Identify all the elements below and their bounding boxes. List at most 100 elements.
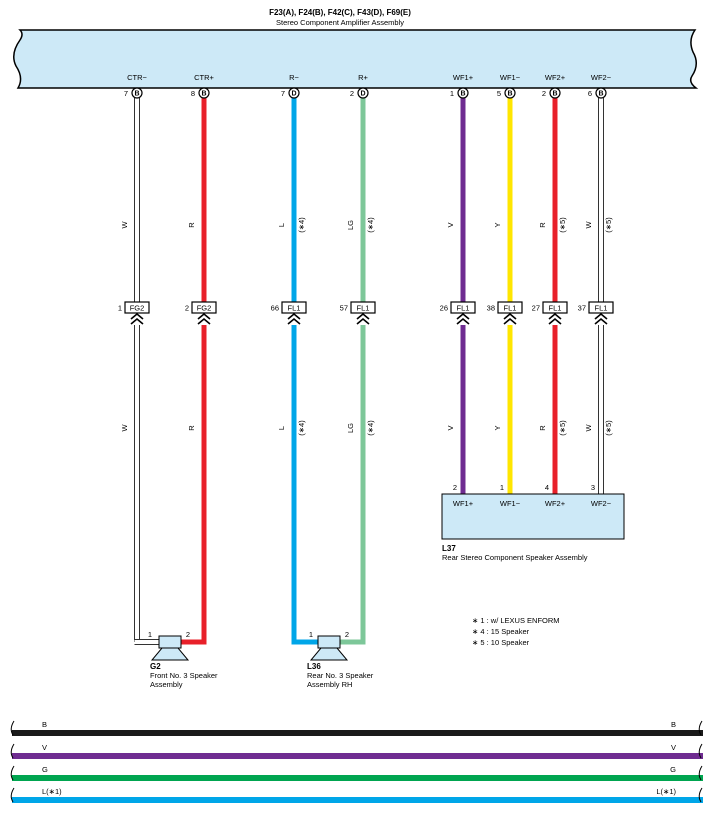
wire-label-upper-3: LG xyxy=(346,220,355,230)
amp-pin-conn-0: B xyxy=(134,91,139,98)
junction-chevron-3-1 xyxy=(356,317,370,325)
speaker-l36-cone xyxy=(309,647,349,661)
speaker-g2-pin-right: 2 xyxy=(186,630,190,639)
rear-terminal-pin-1: 1 xyxy=(500,483,504,492)
wire-note-lower-2: (∗4) xyxy=(297,420,306,436)
legend-label-left-3: L(∗1) xyxy=(42,787,62,796)
amp-pin-number-7: 6 xyxy=(588,89,592,98)
speaker-g2-pin-left: 1 xyxy=(148,630,152,639)
legend-label-left-0: B xyxy=(42,720,47,729)
speaker-l36-pin-right: 2 xyxy=(345,630,349,639)
wire-label-lower-1: R xyxy=(187,425,196,431)
wire-label-lower-5: Y xyxy=(493,425,502,430)
amp-pin-number-4: 1 xyxy=(450,89,454,98)
rear-terminal-label-0: WF1+ xyxy=(453,499,474,508)
amplifier-assembly-body xyxy=(13,29,699,89)
legend-label-right-3: L(∗1) xyxy=(656,787,676,796)
speaker-l36-code: L36 xyxy=(307,662,321,671)
junction-chevron-4-0 xyxy=(456,312,470,320)
amp-pin-conn-2: D xyxy=(291,91,296,98)
speaker-l36-name-line2: Assembly RH xyxy=(307,680,352,689)
wire-label-upper-6: R xyxy=(538,222,547,228)
junction-pin-6: 27 xyxy=(532,304,540,313)
legend-label-left-2: G xyxy=(42,765,48,774)
junction-code-4: FL1 xyxy=(457,304,470,313)
legend-break-left-1 xyxy=(10,743,15,759)
amp-pin-circle-2 xyxy=(288,87,300,99)
rear-terminal-pin-2: 4 xyxy=(545,483,549,492)
junction-chevron-1-1 xyxy=(197,317,211,325)
junction-pin-0: 1 xyxy=(118,304,122,313)
junction-code-7: FL1 xyxy=(595,304,608,313)
amp-pin-circle-3 xyxy=(357,87,369,99)
junction-chevron-3-0 xyxy=(356,312,370,320)
wire-label-lower-4: V xyxy=(446,425,455,430)
junction-chevron-0-1 xyxy=(130,317,144,325)
wire-label-lower-6: R xyxy=(538,425,547,431)
rear-terminal-pin-3: 3 xyxy=(591,483,595,492)
wire-label-upper-1: R xyxy=(187,222,196,228)
speaker-l36-magnet xyxy=(317,635,341,649)
amp-pin-circle-1 xyxy=(198,87,210,99)
legend-break-right-3 xyxy=(698,787,703,803)
amp-pin-conn-4: B xyxy=(460,91,465,98)
amp-pin-conn-1: B xyxy=(201,91,206,98)
junction-chevron-5-0 xyxy=(503,312,517,320)
amp-pin-conn-3: D xyxy=(360,91,365,98)
junction-code-2: FL1 xyxy=(288,304,301,313)
rear-speaker-assembly-box xyxy=(441,493,625,540)
wire-note-upper-2: (∗4) xyxy=(297,217,306,233)
junction-pin-3: 57 xyxy=(340,304,348,313)
amp-pin-circle-4 xyxy=(457,87,469,99)
note-5: ∗ 5 : 10 Speaker xyxy=(472,638,530,647)
speaker-g2-cone xyxy=(150,647,190,661)
wire-note-lower-6: (∗5) xyxy=(558,420,567,436)
junction-chevron-1-0 xyxy=(197,312,211,320)
junction-code-5: FL1 xyxy=(504,304,517,313)
amp-pin-circle-0 xyxy=(131,87,143,99)
junction-chevron-7-1 xyxy=(594,317,608,325)
rear-speaker-code: L37 xyxy=(442,544,456,553)
rear-terminal-pin-0: 2 xyxy=(453,483,457,492)
amplifier-assembly-name: Stereo Component Amplifier Assembly xyxy=(276,18,404,27)
legend-label-left-1: V xyxy=(42,743,47,752)
legend-label-right-1: V xyxy=(671,743,676,752)
amp-pin-number-3: 2 xyxy=(350,89,354,98)
amp-pin-label-3: R+ xyxy=(358,73,368,82)
amp-pin-label-6: WF2+ xyxy=(545,73,566,82)
amp-pin-number-5: 5 xyxy=(497,89,501,98)
junction-code-3: FL1 xyxy=(357,304,370,313)
wire-note-upper-7: (∗5) xyxy=(604,217,613,233)
wire-label-upper-2: L xyxy=(277,223,286,227)
wire-label-upper-5: Y xyxy=(493,222,502,227)
legend-label-right-0: B xyxy=(671,720,676,729)
junction-chevron-0-0 xyxy=(130,312,144,320)
amp-pin-circle-5 xyxy=(504,87,516,99)
amp-pin-label-7: WF2− xyxy=(591,73,612,82)
junction-pin-2: 66 xyxy=(271,304,279,313)
amp-pin-number-2: 7 xyxy=(281,89,285,98)
legend-break-right-2 xyxy=(698,765,703,781)
junction-pin-1: 2 xyxy=(185,304,189,313)
rear-terminal-label-3: WF2− xyxy=(591,499,612,508)
wire-label-lower-2: L xyxy=(277,426,286,430)
legend-break-right-1 xyxy=(698,743,703,759)
speaker-g2-code: G2 xyxy=(150,662,161,671)
connector-list: F23(A), F24(B), F42(C), F43(D), F69(E) xyxy=(269,8,411,17)
amp-pin-number-1: 8 xyxy=(191,89,195,98)
junction-pin-4: 26 xyxy=(440,304,448,313)
junction-pin-5: 38 xyxy=(487,304,495,313)
rear-terminal-label-1: WF1− xyxy=(500,499,521,508)
speaker-l36-pin-left: 1 xyxy=(309,630,313,639)
amp-pin-conn-5: B xyxy=(507,91,512,98)
rear-speaker-name: Rear Stereo Component Speaker Assembly xyxy=(442,553,588,562)
wire-label-lower-7: W xyxy=(584,424,593,432)
amp-pin-circle-6 xyxy=(549,87,561,99)
speaker-l36-name-line1: Rear No. 3 Speaker xyxy=(307,671,374,680)
rear-terminal-label-2: WF2+ xyxy=(545,499,566,508)
amp-pin-conn-6: B xyxy=(552,91,557,98)
note-1: ∗ 1 : w/ LEXUS ENFORM xyxy=(472,616,560,625)
